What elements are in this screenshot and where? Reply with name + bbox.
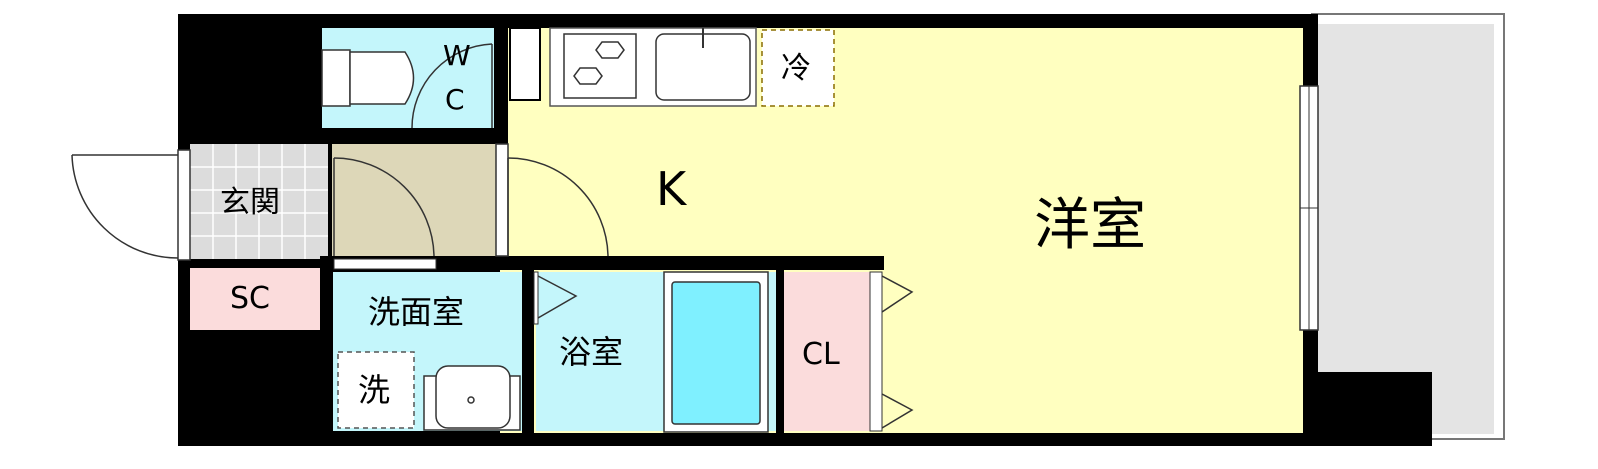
storage-column: [509, 27, 541, 101]
room-label-western: 洋室: [1034, 193, 1146, 258]
hallway-floor: [332, 144, 496, 259]
bathroom-door: [533, 271, 578, 325]
interior-walls: [320, 14, 884, 433]
room-label-washroom: 洗面室: [368, 293, 465, 331]
balcony: [1311, 13, 1505, 440]
balcony-window: [1299, 85, 1319, 331]
hallway-door: [333, 157, 435, 257]
entrance-door: [71, 149, 191, 261]
washroom-door-opening: [333, 258, 437, 270]
bathtub-icon: [663, 271, 769, 433]
stove-burner-icon: [595, 41, 625, 59]
room-label-entrance: 玄関: [220, 185, 280, 220]
room-label-wc-w: W: [443, 39, 471, 72]
wall-mass-right: [1300, 372, 1432, 446]
washer-label: 洗: [358, 371, 391, 409]
wash-basin-icon: [423, 365, 521, 431]
closet-doors: [869, 271, 914, 432]
room-label-bathroom: 浴室: [559, 333, 624, 371]
refrigerator-label: 冷: [781, 51, 811, 86]
entrance-tile-grid: [190, 144, 328, 259]
refrigerator-space: [761, 29, 835, 107]
room-label-kitchen: K: [656, 162, 687, 216]
room-label-wc-c: C: [445, 83, 465, 116]
toilet-icon: [321, 49, 415, 107]
kitchen-door: [495, 143, 609, 257]
stove-burner-icon: [573, 67, 603, 85]
kitchen-counter: [549, 27, 757, 107]
closet-floor: [782, 272, 870, 431]
shoe-closet-floor: [190, 268, 320, 330]
wc-door: [411, 43, 493, 129]
room-label-shoe-closet: SC: [230, 281, 270, 316]
room-label-closet: CL: [802, 337, 840, 372]
washer-space: [337, 351, 415, 429]
